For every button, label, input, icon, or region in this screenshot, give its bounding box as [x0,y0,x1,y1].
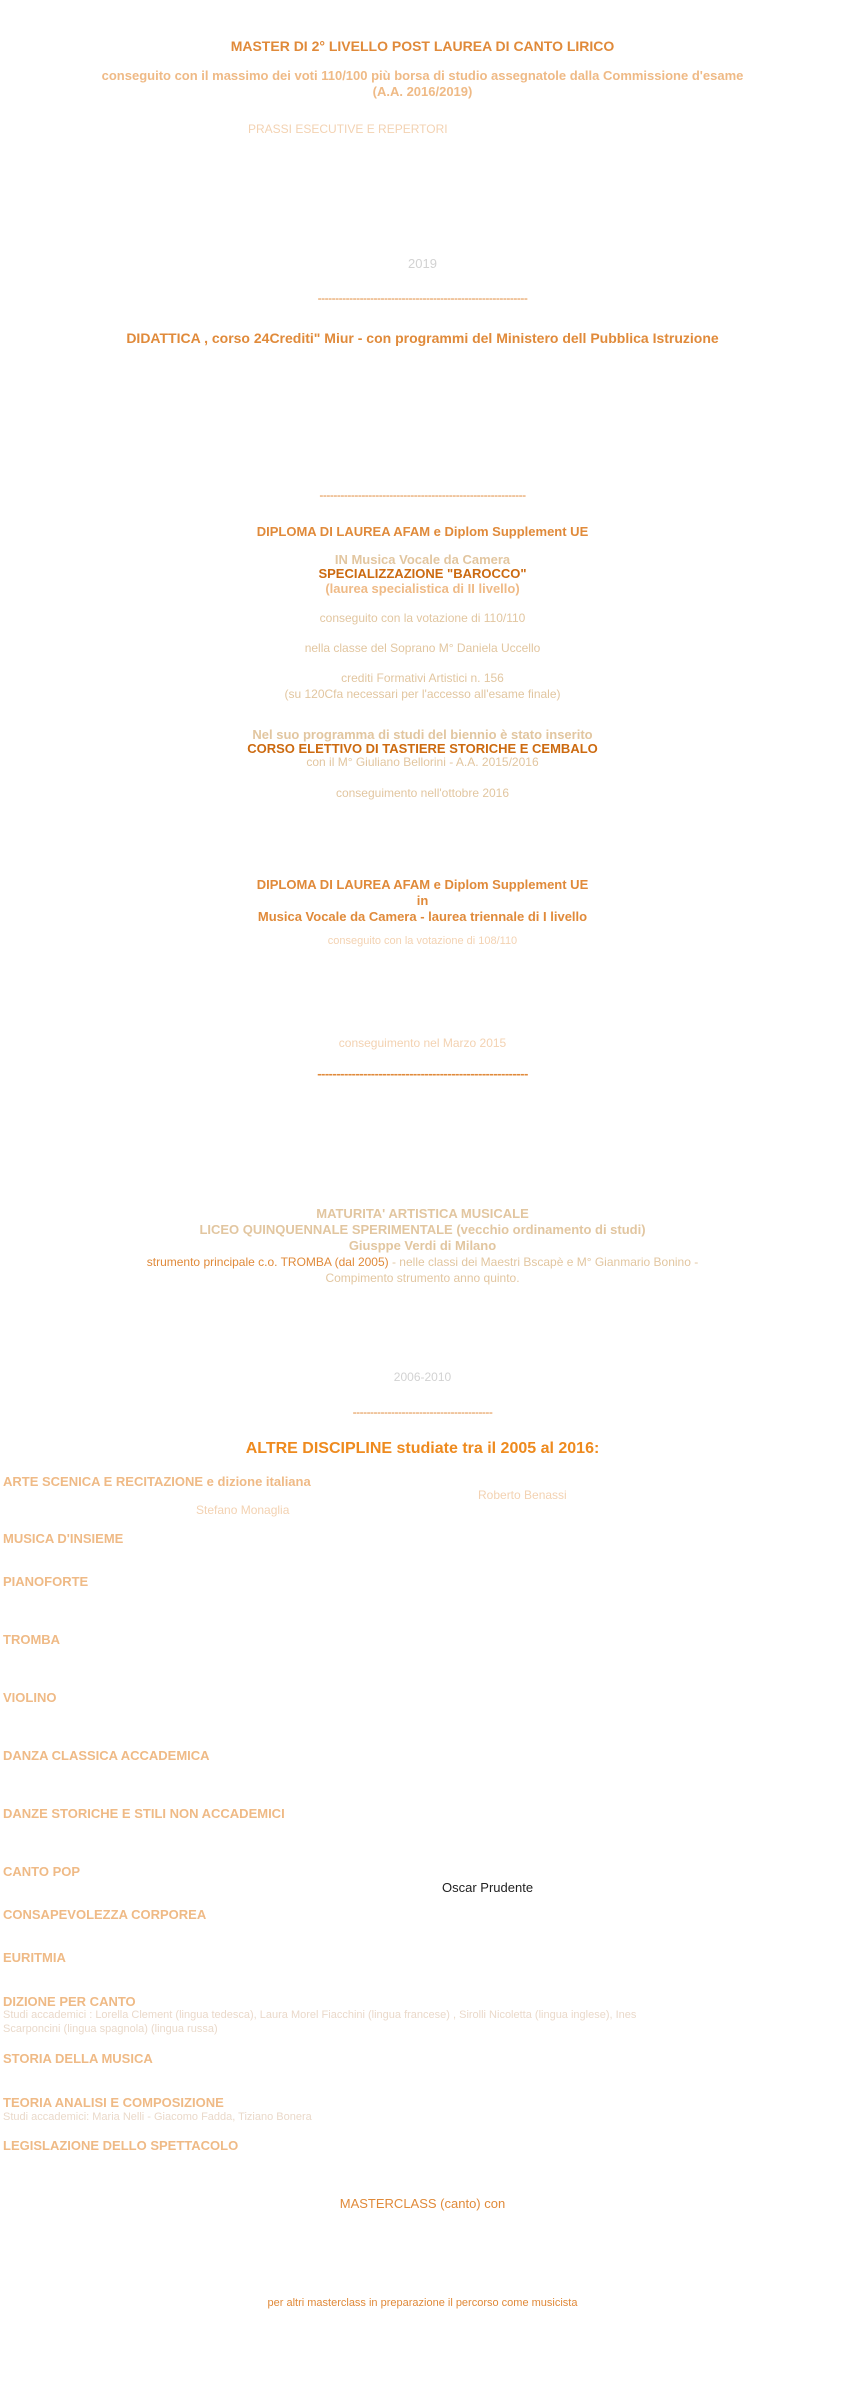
discipline-arte-scenica: ARTE SCENICA E RECITAZIONE e dizione ita… [3,1474,311,1489]
dizione-note-line1: Studi accademici : Lorella Clement (ling… [3,2009,637,2021]
discipline-pianoforte: PIANOFORTE [3,1574,89,1589]
teacher-monaglia: Stefano Monaglia [196,1503,290,1517]
master-subtitle: conseguito con il massimo dei voti 110/1… [0,68,845,100]
discipline-storia-musica: STORIA DELLA MUSICA [3,2051,153,2066]
discipline-violino: VIOLINO [3,1690,57,1705]
diploma1-laurea: (laurea specialistica di II livello) [325,581,520,596]
discipline-consapevolezza: CONSAPEVOLEZZA CORPOREA [3,1907,207,1922]
discipline-euritmia: EURITMIA [3,1950,66,1965]
teoria-note: Studi accademici: Maria Nelli - Giacomo … [3,2111,312,2123]
master-title: MASTER DI 2° LIVELLO POST LAUREA DI CANT… [230,38,615,54]
diploma2-title: DIPLOMA DI LAUREA AFAM e Diplom Suppleme… [0,877,845,925]
discipline-danze-storiche: DANZE STORICHE E STILI NON ACCADEMICI [3,1806,285,1821]
maturita-strumento: strumento principale c.o. TROMBA (dal 20… [146,1255,389,1269]
separator-2: ----------------------------------------… [319,488,526,502]
diploma2-conseguimento: conseguimento nel Marzo 2015 [338,1036,507,1050]
teacher-prudente: Oscar Prudente [442,1880,534,1895]
diploma1-classe: nella classe del Soprano M° Daniela Ucce… [304,641,541,655]
diploma2-title-line1: DIPLOMA DI LAUREA AFAM e Diplom Suppleme… [256,877,589,892]
maturita-years: 2006-2010 [393,1370,452,1384]
diploma1-specializzazione: SPECIALIZZAZIONE "BAROCCO" [318,566,527,581]
maturita-strumento-line: strumento principale c.o. TROMBA (dal 20… [0,1255,845,1269]
discipline-tromba: TROMBA [3,1632,61,1647]
diploma2-title-line2: in [416,893,429,908]
discipline-teoria: TEORIA ANALISI E COMPOSIZIONE [3,2095,224,2110]
discipline-danza-classica: DANZA CLASSICA ACCADEMICA [3,1748,210,1763]
diploma1-crediti-line2: (su 120Cfa necessari per l'accesso all'e… [284,687,561,701]
dizione-note: Studi accademici : Lorella Clement (ling… [3,2008,843,2036]
discipline-legislazione: LEGISLAZIONE DELLO SPETTACOLO [3,2138,239,2153]
diploma2-voto: conseguito con la votazione di 108/110 [327,935,518,947]
masterclass-footer: per altri masterclass in preparazione il… [267,2297,578,2309]
maturita-line2: LICEO QUINQUENNALE SPERIMENTALE (vecchio… [199,1222,646,1237]
maturita-line3: Giusppe Verdi di Milano [348,1238,497,1253]
diploma1-voto: conseguito con la votazione di 110/110 [319,611,526,625]
maturita-compimento: Compimento strumento anno quinto. [325,1271,520,1285]
diploma1-con: con il M° Giuliano Bellorini - A.A. 2015… [306,755,539,769]
separator-3: ----------------------------------------… [317,1066,528,1081]
altre-title: ALTRE DISCIPLINE studiate tra il 2005 al… [245,1440,600,1457]
master-faint-note: PRASSI ESECUTIVE E REPERTORI [248,122,448,136]
dizione-note-line2: Scarponcini (lingua spagnola) (lingua ru… [3,2023,218,2035]
didattica-title: DIDATTICA , corso 24Crediti" Miur - con … [126,330,719,346]
diploma1-crediti-line1: crediti Formativi Artistici n. 156 [341,671,504,685]
teacher-benassi: Roberto Benassi [478,1488,567,1502]
diploma1-title: DIPLOMA DI LAUREA AFAM e Diplom Suppleme… [256,524,589,539]
masterclass-title: MASTERCLASS (canto) con [339,2196,506,2211]
discipline-dizione-canto: DIZIONE PER CANTO [3,1994,136,2009]
diploma1-crediti: crediti Formativi Artistici n. 156 (su 1… [0,670,845,702]
master-subtitle-line2: (A.A. 2016/2019) [372,84,473,99]
discipline-musica-insieme: MUSICA D'INSIEME [3,1531,124,1546]
maturita-maestri: - nelle classi dei Maestri Bscapè e M° G… [388,1255,699,1269]
separator-1: ----------------------------------------… [317,291,528,305]
discipline-canto-pop: CANTO POP [3,1864,81,1879]
separator-4: ---------------------------------------- [352,1405,493,1419]
diploma2-title-line3: Musica Vocale da Camera - laurea trienna… [257,909,588,924]
maturita-line1: MATURITA' ARTISTICA MUSICALE [316,1206,529,1221]
master-subtitle-line1: conseguito con il massimo dei voti 110/1… [101,68,744,83]
diploma1-conseguimento: conseguimento nell'ottobre 2016 [335,786,510,800]
diploma1-in: IN Musica Vocale da Camera [334,552,511,567]
diploma1-corso-elettivo: CORSO ELETTIVO DI TASTIERE STORICHE E CE… [247,741,598,756]
master-year: 2019 [408,256,437,271]
diploma1-programma: Nel suo programma di studi del biennio è… [252,727,593,742]
